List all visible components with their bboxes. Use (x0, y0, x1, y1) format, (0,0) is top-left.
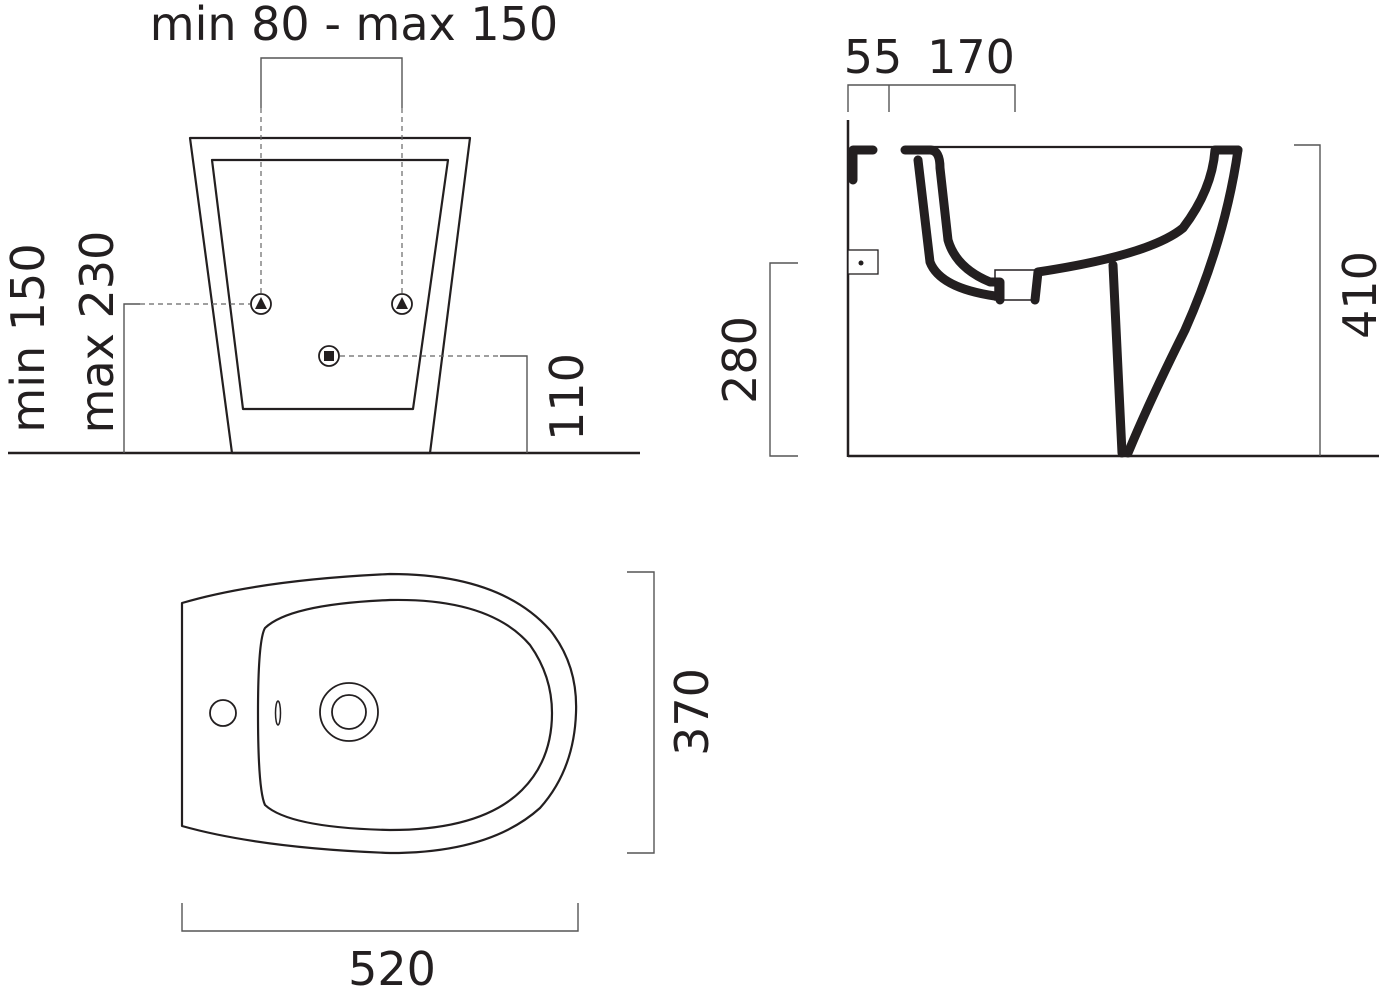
top-tap-hole-icon (209, 699, 237, 727)
front-height-min-label: min 150 (1, 243, 55, 432)
side-inlet-height-dimension-line (769, 262, 798, 457)
front-height-max-label: max 230 (70, 231, 124, 434)
drain-square-icon (318, 345, 340, 367)
side-drain-outlet (994, 269, 1036, 301)
side-offset-label: 55 (844, 30, 903, 84)
front-view: min 80 - max 150 min 150 max 230 110 (1, 0, 640, 455)
side-bowl-inner (913, 155, 1000, 301)
side-bowl-front (1030, 145, 1243, 305)
top-drain-inner-icon (331, 694, 367, 730)
top-view: 520 370 (180, 571, 719, 988)
side-bowl-section (925, 145, 1005, 305)
inlet-right-icon (391, 293, 413, 315)
front-inlet-height-dimension-line (123, 303, 140, 453)
side-inlet-marker-icon (847, 249, 879, 275)
top-inner-outline (256, 598, 554, 832)
side-pedestal-rear (1108, 260, 1127, 458)
side-depth-label: 170 (927, 30, 1015, 84)
side-rear-bracket (848, 145, 878, 185)
front-body-inner-outline (210, 158, 450, 411)
side-pedestal-front (1123, 145, 1243, 458)
side-top-dimension-line (847, 84, 1016, 112)
front-spacing-label: min 80 - max 150 (150, 0, 558, 51)
front-spacing-dimension-line (260, 57, 403, 108)
front-drain-height-dimension-line (500, 355, 528, 453)
side-total-height-label: 410 (1333, 251, 1379, 339)
front-body-outline (188, 136, 472, 455)
top-overflow-slot-icon (274, 700, 282, 726)
inlet-left-icon (250, 293, 272, 315)
side-total-height-dimension-line (1294, 144, 1321, 456)
front-drain-height-label: 110 (540, 353, 594, 441)
top-length-dimension-line (627, 571, 655, 854)
side-view: 55 170 280 410 (713, 30, 1379, 458)
top-length-label: 370 (665, 668, 719, 756)
top-outer-outline (180, 572, 578, 855)
top-width-label: 520 (348, 942, 436, 988)
top-drain-outer-icon (319, 682, 379, 742)
side-inlet-height-label: 280 (713, 316, 767, 404)
top-width-dimension-line (181, 903, 579, 932)
